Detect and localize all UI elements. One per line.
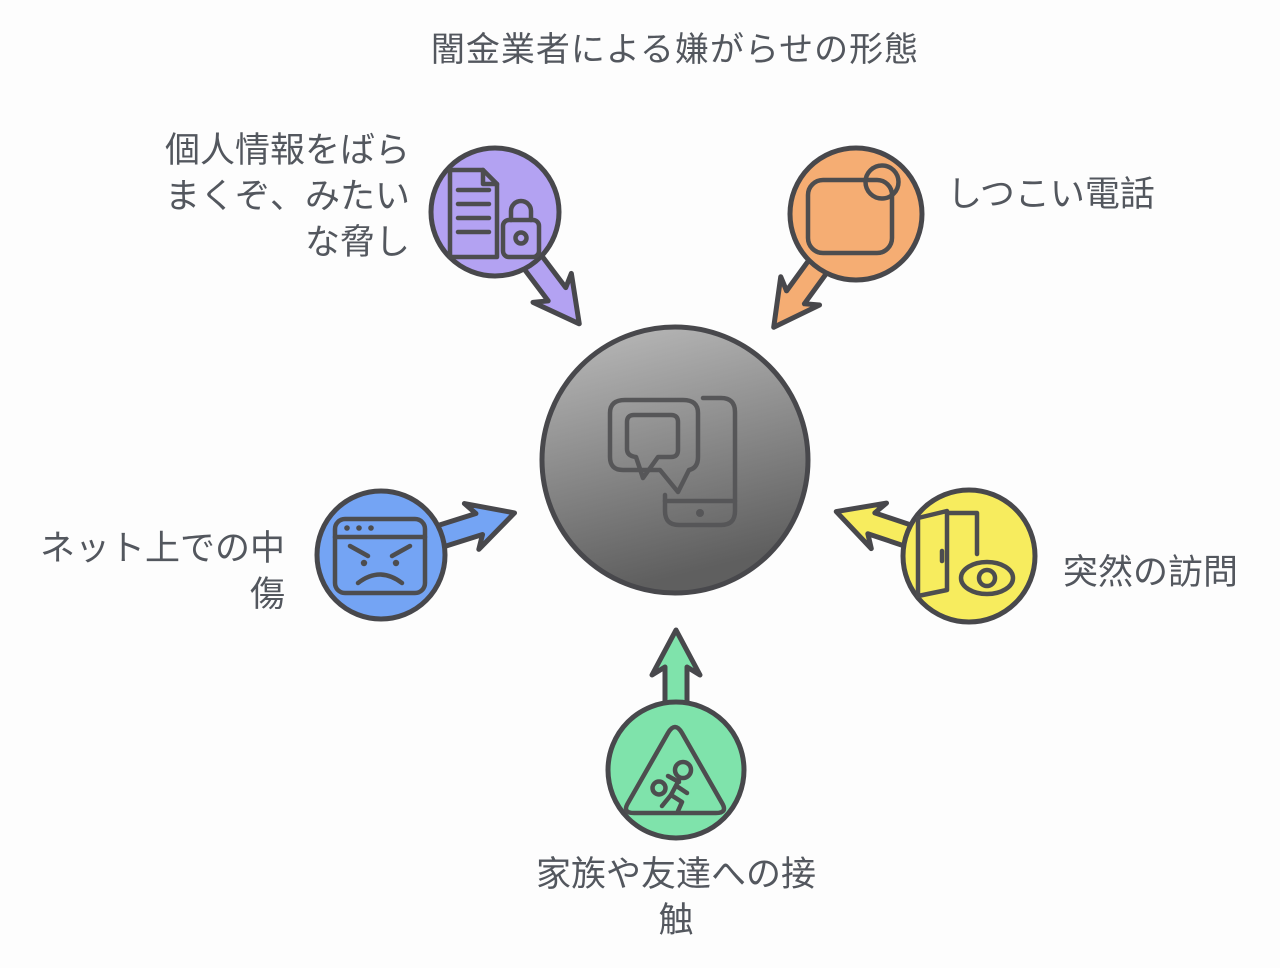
- label-calls: しつこい電話: [947, 175, 1155, 214]
- arrow-threat: [483, 202, 582, 327]
- circle-slander: [314, 488, 448, 622]
- phone-chat-icon: [607, 395, 738, 528]
- circle-contact: [605, 699, 747, 841]
- warning-runner-icon: [623, 724, 727, 816]
- notification-icon: [805, 163, 901, 256]
- angry-browser-icon: [332, 516, 428, 596]
- circle-visit: [900, 487, 1038, 625]
- label-contact: 家族や友達への接 触: [535, 855, 816, 940]
- diagram-title: 闇金業者による嫌がらせの形態: [430, 31, 920, 69]
- arrow-calls: [771, 205, 868, 330]
- door-eye-icon: [915, 508, 1016, 599]
- circle-threat: [428, 145, 562, 279]
- label-threat: 個人情報をばら まくぞ、みたい な脅し: [164, 131, 410, 262]
- circle-calls: [787, 145, 925, 283]
- arrow-slander: [375, 501, 518, 568]
- center-node: [539, 324, 811, 596]
- label-visit: 突然の訪問: [1063, 553, 1239, 592]
- label-slander: ネット上での中 傷: [39, 529, 285, 614]
- arrow-contact: [649, 627, 703, 773]
- arrow-visit: [833, 500, 975, 569]
- document-lock-icon: [447, 167, 542, 260]
- center-circle: [539, 324, 811, 596]
